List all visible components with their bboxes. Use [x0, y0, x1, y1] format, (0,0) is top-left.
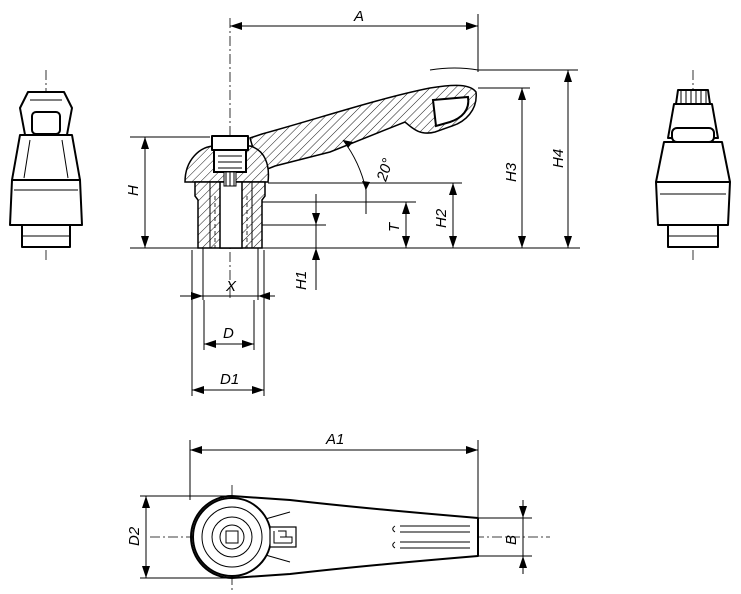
label-A1: A1 [325, 431, 344, 448]
right-side-view [655, 70, 731, 262]
label-X: X [225, 278, 237, 295]
label-D: D [223, 325, 234, 342]
label-angle: 20° [373, 156, 396, 184]
dimension-lines-main [141, 14, 572, 396]
label-H: H [125, 185, 142, 196]
dimension-labels: A A1 X D D1 H H1 H2 H3 H4 T D2 B 20° [125, 8, 567, 546]
label-H2: H2 [433, 208, 450, 228]
label-B: B [503, 535, 520, 545]
label-H4: H4 [550, 149, 567, 168]
label-H3: H3 [503, 162, 520, 182]
left-side-view [9, 70, 83, 262]
manufacturer-logo-icon [269, 526, 297, 548]
label-D1: D1 [220, 371, 239, 388]
main-front-view [130, 18, 580, 300]
top-view [140, 440, 550, 590]
label-H1: H1 [293, 271, 310, 290]
label-D2: D2 [126, 526, 143, 546]
label-A: A [353, 8, 364, 25]
label-T: T [386, 221, 403, 232]
